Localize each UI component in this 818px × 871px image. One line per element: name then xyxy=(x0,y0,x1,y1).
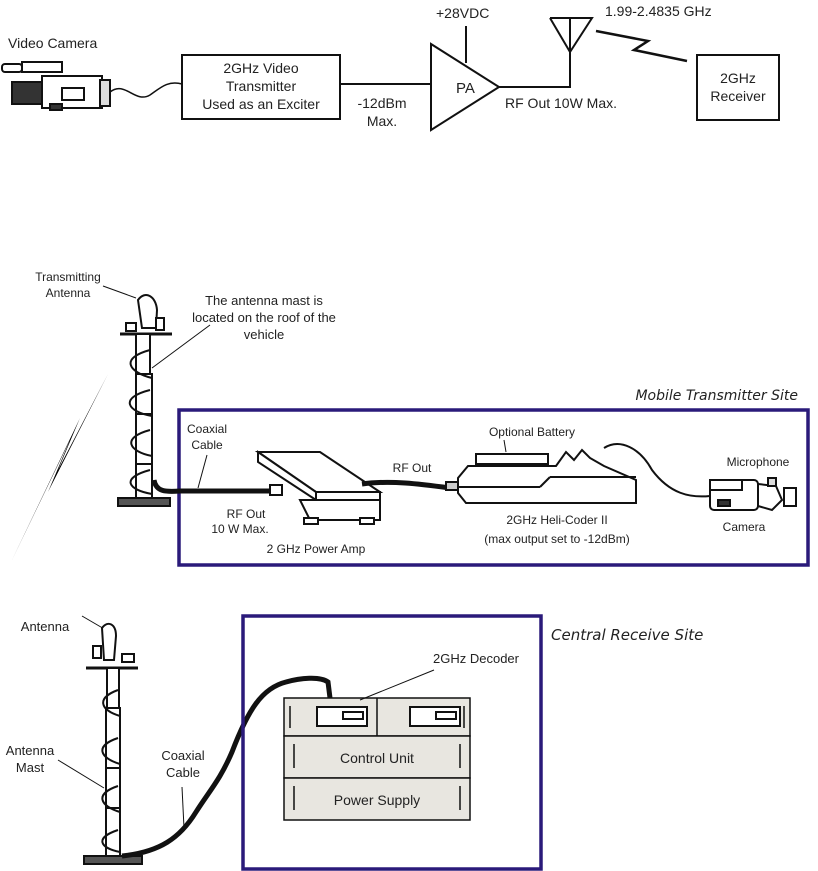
receive-antenna-label: Antenna xyxy=(21,619,70,634)
camera-label: Camera xyxy=(723,520,766,534)
rf-out-label: RF Out 10W Max. xyxy=(505,95,617,111)
decoder-slot-icon xyxy=(409,706,461,727)
transmitter-line-2: Transmitter xyxy=(226,78,297,94)
exciter-output-line-2: Max. xyxy=(367,113,397,129)
camera-icon xyxy=(709,477,797,512)
wireless-link-icon xyxy=(595,29,688,63)
leader-line xyxy=(181,786,185,829)
exciter-output-line-1: -12dBm xyxy=(357,95,406,111)
receive-mast-label-1: Antenna xyxy=(6,743,55,758)
antenna-symbol-icon xyxy=(549,17,594,54)
microphone-label: Microphone xyxy=(727,455,790,469)
frequency-label: 1.99-2.4835 GHz xyxy=(605,3,712,19)
decoder-slot-icon xyxy=(316,706,368,727)
power-amp-rf-out-line-2: 10 W Max. xyxy=(211,522,268,536)
coaxial-cable-label-1: Coaxial xyxy=(187,422,227,436)
rf-cable xyxy=(361,479,451,491)
power-amp-icon xyxy=(254,450,384,525)
power-supply-label: Power Supply xyxy=(334,792,420,808)
mobile-site-title: Mobile Transmitter Site xyxy=(635,388,798,404)
lightning-bolt-icon xyxy=(12,374,108,560)
mobile-site-box xyxy=(177,408,810,567)
transmitting-antenna-label-1: Transmitting xyxy=(35,270,101,284)
video-camera-label: Video Camera xyxy=(8,35,97,51)
mast-note-line-1: The antenna mast is xyxy=(205,293,323,308)
decoder-label: 2GHz Decoder xyxy=(433,651,520,666)
power-amp-rf-out-line-1: RF Out xyxy=(227,507,266,521)
pa-to-antenna-line xyxy=(499,52,571,88)
camera-cable xyxy=(109,82,183,98)
receive-coaxial-cable xyxy=(121,675,333,859)
receive-coaxial-label-2: Cable xyxy=(166,765,200,780)
transmitting-antenna-mast-icon xyxy=(117,294,172,507)
mast-note-line-2: located on the roof of the xyxy=(192,310,336,325)
power-amp-label: 2 GHz Power Amp xyxy=(267,542,366,556)
transmitting-antenna-label-2: Antenna xyxy=(46,286,91,300)
mast-note-line-3: vehicle xyxy=(244,327,284,342)
encoder-rf-out-label: RF Out xyxy=(393,461,432,475)
transmitter-line-3: Used as an Exciter xyxy=(202,96,320,112)
coaxial-cable-label-2: Cable xyxy=(191,438,223,452)
pa-supply-label: +28VDC xyxy=(436,5,489,21)
leader-line xyxy=(197,454,208,489)
receiver-box xyxy=(696,54,780,121)
transmitter-line-1: 2GHz Video xyxy=(223,60,298,76)
leader-line xyxy=(151,324,211,369)
leader-line xyxy=(102,285,137,299)
receive-site-title: Central Receive Site xyxy=(551,626,703,644)
receive-site-box xyxy=(241,614,543,871)
video-camera-icon xyxy=(1,61,111,111)
transmitter-box xyxy=(181,54,341,120)
receiver-line-2: Receiver xyxy=(710,88,766,104)
receive-coaxial-label-1: Coaxial xyxy=(161,748,204,763)
leader-line xyxy=(359,669,435,701)
encoder-label-line-2: (max output set to -12dBm) xyxy=(484,532,629,546)
heli-coder-encoder-icon xyxy=(445,448,637,504)
encoder-label-line-1: 2GHz Heli-Coder II xyxy=(506,513,607,527)
battery-label: Optional Battery xyxy=(489,425,575,439)
pa-label: PA xyxy=(456,80,475,97)
leader-line xyxy=(503,439,507,453)
equipment-rack xyxy=(283,697,471,821)
receive-antenna-mast-icon xyxy=(83,622,143,865)
leader-line xyxy=(57,759,105,789)
control-unit-label: Control Unit xyxy=(340,750,414,766)
camera-cable xyxy=(603,443,711,498)
pa-amplifier-symbol xyxy=(430,42,501,132)
coaxial-cable xyxy=(151,479,275,494)
receiver-line-1: 2GHz xyxy=(720,70,756,86)
receive-mast-label-2: Mast xyxy=(16,760,45,775)
